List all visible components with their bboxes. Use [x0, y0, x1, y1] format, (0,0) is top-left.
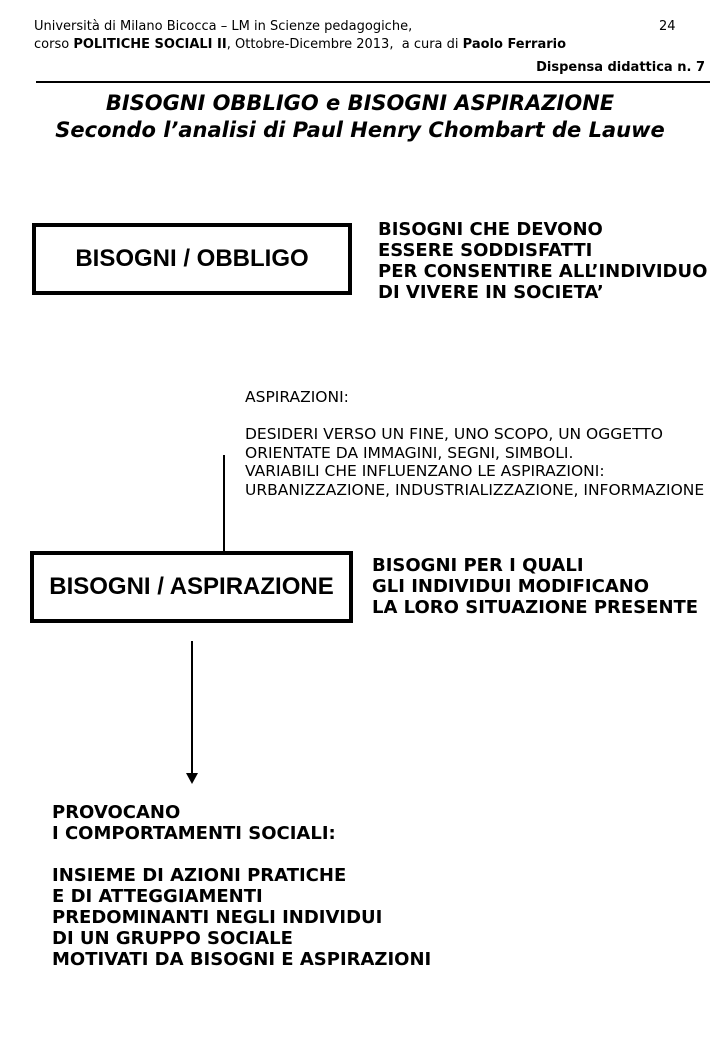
connector-line: [223, 455, 225, 551]
outcome-text: PROVOCANO I COMPORTAMENTI SOCIALI: INSIE…: [52, 802, 432, 970]
aspirazione-box: BISOGNI / ASPIRAZIONE: [30, 551, 353, 623]
header-rule: [36, 81, 710, 83]
course-name: POLITICHE SOCIALI II: [73, 37, 227, 52]
page-number: 24: [659, 19, 676, 34]
header-course-mid: , Ottobre-Dicembre 2013, a cura di: [226, 37, 463, 52]
arrow-head: [186, 773, 198, 784]
page-title: BISOGNI OBBLIGO e BISOGNI ASPIRAZIONE Se…: [0, 90, 720, 144]
obbligo-description: BISOGNI CHE DEVONO ESSERE SODDISFATTI PE…: [378, 219, 708, 303]
obbligo-box-label: BISOGNI / OBBLIGO: [75, 245, 309, 272]
author-name: Paolo Ferrario: [462, 37, 567, 52]
arrow-shaft: [191, 641, 193, 774]
aspirazioni-note: ASPIRAZIONI: DESIDERI VERSO UN FINE, UNO…: [245, 388, 705, 499]
header-course-line: corso POLITICHE SOCIALI II, Ottobre-Dice…: [34, 36, 566, 54]
aspirazione-description: BISOGNI PER I QUALI GLI INDIVIDUI MODIFI…: [372, 555, 699, 618]
page-title-line1: BISOGNI OBBLIGO e BISOGNI ASPIRAZIONE: [105, 91, 615, 115]
obbligo-box: BISOGNI / OBBLIGO: [32, 223, 352, 295]
header-course-pre: corso: [34, 37, 74, 52]
dispensa-note: Dispensa didattica n. 7: [536, 60, 705, 75]
aspirazione-box-label: BISOGNI / ASPIRAZIONE: [49, 573, 334, 600]
page-title-line2: Secondo l’analisi di Paul Henry Chombart…: [55, 118, 665, 142]
header-institution: Università di Milano Bicocca – LM in Sci…: [34, 19, 413, 34]
